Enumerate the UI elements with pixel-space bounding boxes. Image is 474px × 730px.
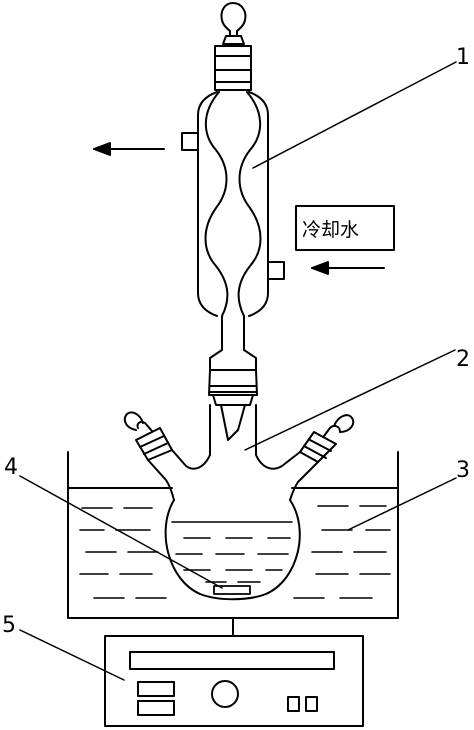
right-side-stopper: [299, 414, 355, 463]
stopper: [214, 2, 252, 91]
leader-lines: [19, 61, 457, 681]
label-2: 2: [456, 347, 470, 372]
label-4: 4: [4, 455, 18, 480]
label-3: 3: [456, 458, 470, 483]
arrow-left-icon: [311, 261, 385, 275]
ground-joint: [208, 369, 258, 441]
three-neck-flask: [147, 404, 319, 601]
flask-liquid: [171, 521, 293, 583]
left-side-stopper: [123, 411, 173, 461]
label-1: 1: [456, 45, 470, 70]
inlet-nozzle: [267, 261, 285, 280]
knob-icon: [211, 680, 239, 708]
stir-bar: [213, 585, 251, 595]
coolant-label: 冷却水: [302, 219, 359, 241]
outlet-nozzle: [181, 132, 199, 151]
magnetic-stirrer: [104, 635, 364, 727]
label-5: 5: [2, 613, 16, 638]
arrow-left-icon: [93, 142, 165, 156]
condenser: [181, 91, 285, 371]
bath-water: [79, 505, 391, 599]
coolant-label-box: [295, 205, 395, 251]
